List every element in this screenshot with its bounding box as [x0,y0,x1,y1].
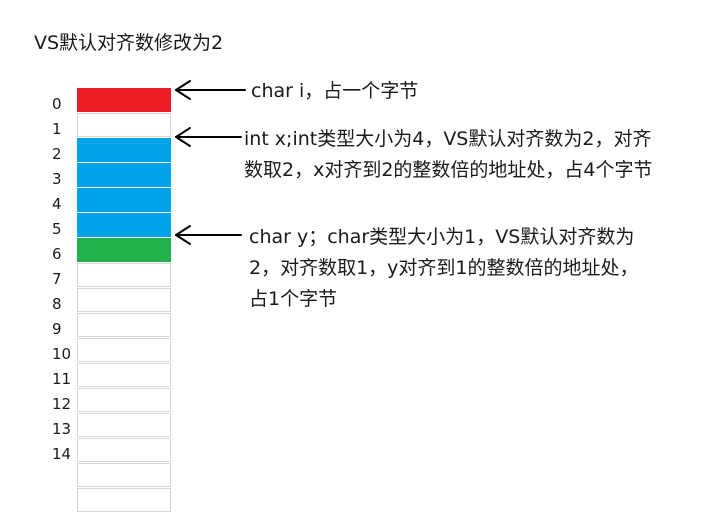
memory-cell [77,263,171,287]
arrow-char-y [175,225,242,245]
memory-cell [77,288,171,312]
annotation-char-y: char y；char类型大小为1，VS默认对齐数为 2，对齐数取1，y对齐到1… [249,222,639,315]
memory-offset-label: 13 [52,420,72,438]
memory-offset-label: 9 [52,320,62,338]
annotation-int-x: int x;int类型大小为4，VS默认对齐数为2，对齐 数取2，x对齐到2的整… [244,124,653,186]
memory-offset-label: 0 [52,95,62,113]
memory-offset-label: 11 [52,370,72,388]
memory-cell [77,438,171,462]
annotation-line: 数取2，x对齐到2的整数倍的地址处，占4个字节 [244,159,653,181]
memory-offset-label: 10 [52,345,72,363]
memory-offset-label: 14 [52,445,72,463]
memory-offset-label: 1 [52,120,62,138]
annotation-char-i: char i，占一个字节 [251,76,418,107]
annotation-line: char i，占一个字节 [251,80,419,102]
memory-cell [77,363,171,387]
memory-cell [77,238,171,262]
memory-cell [77,313,171,337]
memory-cell [77,388,171,412]
memory-offset-label: 8 [52,295,62,313]
memory-cell [77,138,171,162]
memory-offset-label: 12 [52,395,72,413]
memory-cell [77,413,171,437]
annotation-line: char y；char类型大小为1，VS默认对齐数为 [249,226,635,248]
memory-offset-label: 2 [52,145,62,163]
annotation-line: 2，对齐数取1，y对齐到1的整数倍的地址处， [249,257,639,279]
arrow-char-i [175,80,246,100]
memory-cell [77,213,171,237]
memory-cell [77,163,171,187]
memory-cell [77,113,171,137]
memory-cell [77,338,171,362]
memory-offset-label: 3 [52,170,62,188]
arrow-int-x [175,127,242,147]
page-title: VS默认对齐数修改为2 [34,32,224,54]
annotation-line: 占1个字节 [249,288,338,310]
memory-offset-label: 6 [52,245,62,263]
memory-offset-label: 5 [52,220,62,238]
annotation-line: int x;int类型大小为4，VS默认对齐数为2，对齐 [244,128,652,150]
memory-cell [77,463,171,487]
memory-offset-label: 4 [52,195,62,213]
memory-cell [77,188,171,212]
memory-cell [77,88,171,112]
memory-offset-label: 7 [52,270,62,288]
